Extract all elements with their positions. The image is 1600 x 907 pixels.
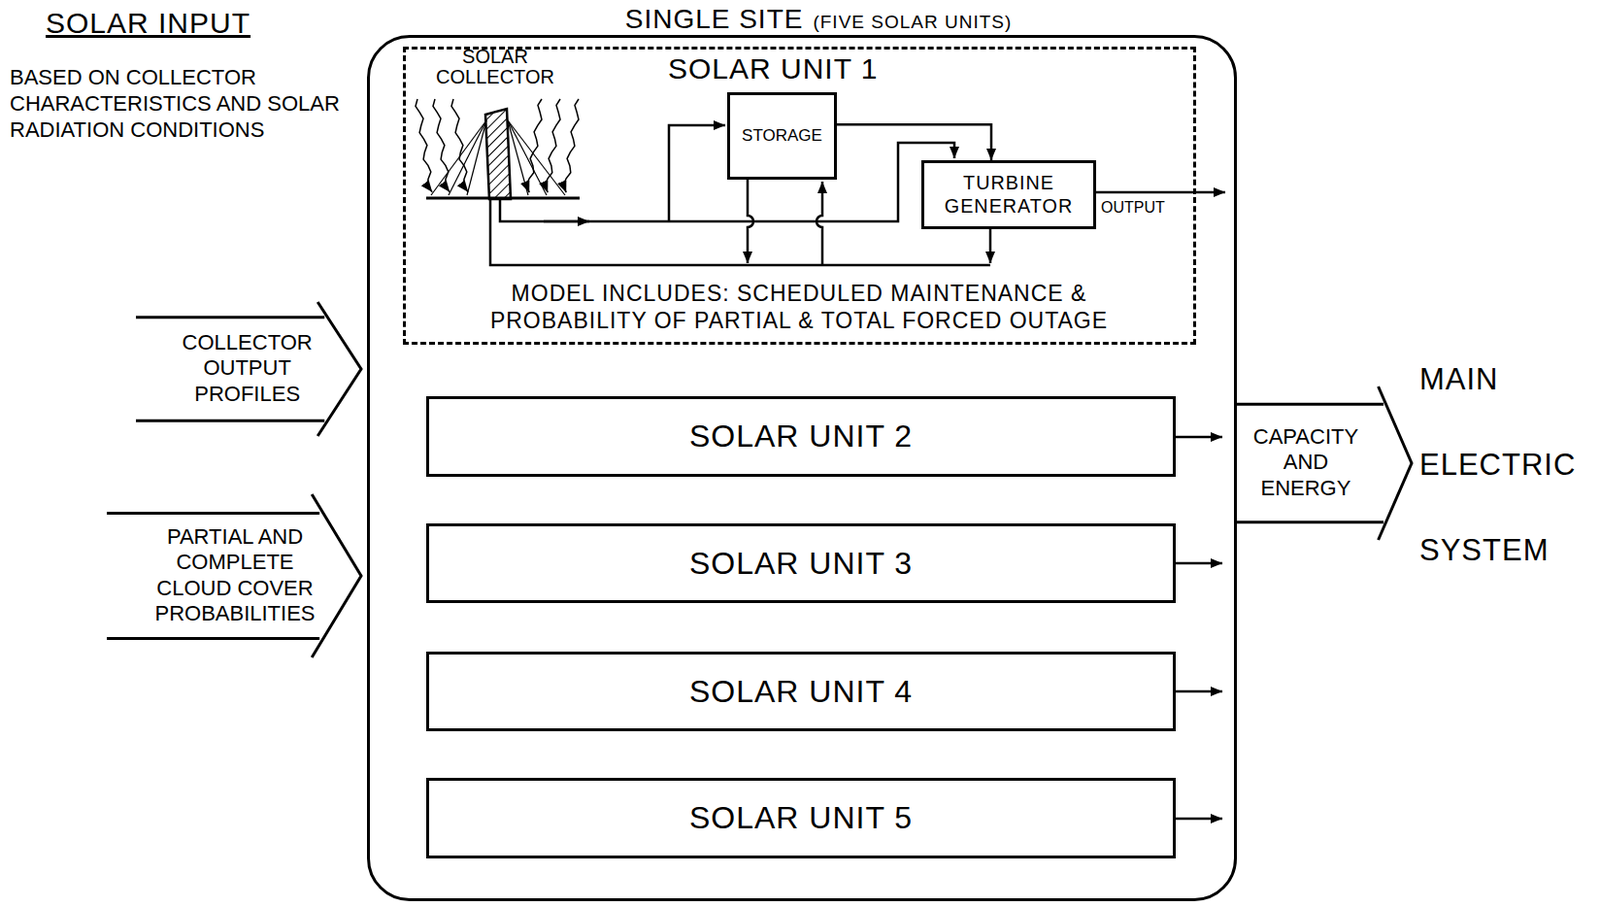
arrow-edge <box>1236 520 1384 524</box>
model-note: MODEL INCLUDES: SCHEDULED MAINTENANCE & … <box>444 280 1154 334</box>
site-boundary: SINGLE SITE(FIVE SOLAR UNITS)SOLAR UNIT … <box>366 34 1237 901</box>
arrow-shape: COLLECTOR OUTPUT PROFILES <box>135 300 364 437</box>
reflected-ray <box>448 120 487 196</box>
arrow-edge <box>1236 402 1384 406</box>
arrow-edge <box>135 419 325 423</box>
solar-ray <box>526 99 542 193</box>
box-label: SOLAR UNIT 2 <box>683 417 919 455</box>
shape-label: COLLECTOR OUTPUT PROFILES <box>165 330 331 407</box>
output-arrow <box>1096 191 1226 195</box>
unit-arrow <box>1175 690 1223 694</box>
process-box: STORAGE <box>727 92 837 180</box>
solar-ray <box>563 99 579 193</box>
arrow-shape: CAPACITY AND ENERGY <box>1236 385 1414 541</box>
ground-line <box>426 197 580 200</box>
solar-ray <box>451 99 468 193</box>
storage-return <box>816 181 823 266</box>
arrow-edge <box>106 511 320 515</box>
section-heading: SOLAR INPUT <box>45 5 251 41</box>
shape-label: CAPACITY AND ENERGY <box>1242 424 1369 501</box>
arrow-shape: PARTIAL AND COMPLETE CLOUD COVER PROBABI… <box>106 493 364 659</box>
heading-group: SINGLE SITE(FIVE SOLAR UNITS) <box>619 14 1019 32</box>
process-box: SOLAR UNIT 4 <box>426 651 1176 732</box>
unit-boundary: SOLAR UNIT 1 MODEL INCLUDES: SCHEDULED MA… <box>402 46 1197 345</box>
part-label: SOLAR COLLECTOR <box>412 46 578 88</box>
solar-ray <box>433 99 450 193</box>
box-label: SOLAR UNIT 3 <box>683 544 919 582</box>
box-label: TURBINE GENERATOR <box>924 171 1094 219</box>
shape-label: PARTIAL AND COMPLETE CLOUD COVER PROBABI… <box>142 524 328 628</box>
reflected-ray <box>507 120 566 196</box>
solar-ray <box>415 99 433 193</box>
site-heading: SINGLE SITE (FIVE SOLAR UNITS) <box>369 3 1234 35</box>
process-box: SOLAR UNIT 2 <box>426 396 1176 477</box>
flow-connector <box>836 124 992 161</box>
process-box: SOLAR UNIT 5 <box>426 777 1176 859</box>
site-title: SINGLE SITE <box>625 3 804 34</box>
reflected-ray <box>466 120 487 196</box>
arrow-chevron <box>311 494 362 658</box>
process-box: SOLAR UNIT 3 <box>426 523 1176 603</box>
arrow-chevron <box>1378 386 1412 540</box>
reflected-ray <box>507 120 547 196</box>
arrow-edge <box>135 315 325 319</box>
site-subtitle: (FIVE SOLAR UNITS) <box>812 11 1012 33</box>
note-text: BASED ON COLLECTOR CHARACTERISTICS AND S… <box>9 64 345 143</box>
arrow-chevron <box>317 301 362 436</box>
turbine-return <box>989 229 993 264</box>
box-label: SOLAR UNIT 5 <box>683 799 919 836</box>
system-label: MAIN ELECTRIC SYSTEM <box>1419 336 1576 594</box>
signal-label: OUTPUT <box>1100 198 1166 217</box>
unit-arrow <box>1175 817 1223 821</box>
collector-tower <box>485 108 511 200</box>
box-label: SOLAR UNIT 4 <box>683 672 919 710</box>
flow-arrow <box>543 220 590 224</box>
arrow-edge <box>106 636 320 640</box>
reflected-ray <box>431 120 487 196</box>
return-pipe <box>490 199 991 266</box>
unit-arrow <box>1175 435 1223 439</box>
box-label: STORAGE <box>735 126 829 146</box>
process-box: TURBINE GENERATOR <box>921 160 1097 230</box>
storage-discharge <box>747 179 754 264</box>
unit-arrow <box>1175 562 1223 566</box>
unit-heading: SOLAR UNIT 1 <box>667 51 879 87</box>
storage-charge-pipe <box>668 125 726 222</box>
